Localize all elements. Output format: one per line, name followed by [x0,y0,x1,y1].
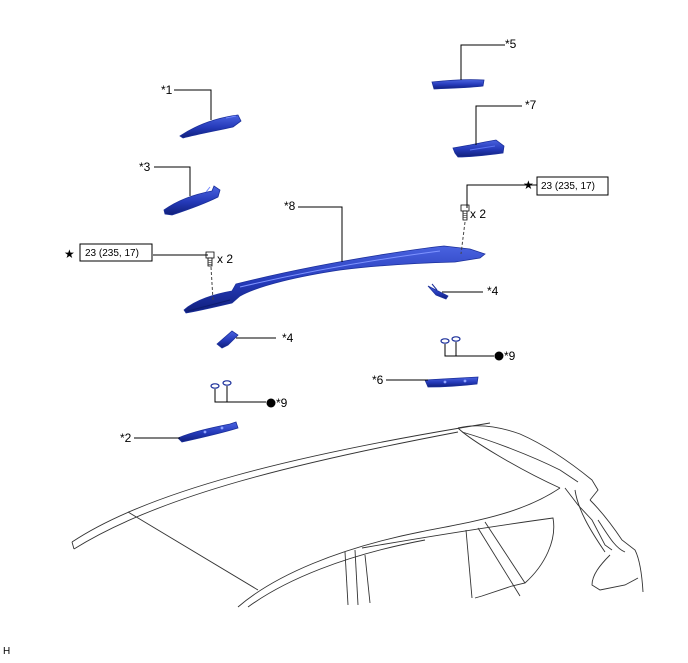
corner-code: H [3,646,10,657]
pre-coated-marker-left [266,398,276,408]
callout-5: *5 [505,37,517,51]
part-4-spacer-right [427,283,449,300]
callout-2: *2 [120,431,132,445]
callout-8: *8 [284,199,296,213]
bolt-left-guide-line [210,266,214,301]
bolt-right [460,204,470,221]
callout-4-left: *4 [282,331,294,345]
part-6-base [424,376,479,388]
washers-left [210,380,232,389]
washers-right [440,336,461,344]
part-7-cover [452,139,505,158]
callout-9-right: *9 [504,349,516,363]
callout-1: *1 [161,83,173,97]
vehicle-body-outline [71,422,644,608]
bolt-right-guide-line [460,221,466,255]
callout-4-right: *4 [487,284,499,298]
part-8-roof-rail [183,245,486,314]
bolt-left [205,251,215,267]
part-2-base [177,421,239,443]
part-1-cover [179,114,242,139]
part-4-spacer-left [216,330,239,349]
quantity-right: x 2 [470,207,486,221]
quantity-left: x 2 [217,252,233,266]
torque-star-right: ★ [523,178,534,192]
pre-coated-marker-right [494,351,504,361]
torque-spec-left: 23 (235, 17) [85,248,139,259]
torque-box-left [79,243,153,262]
torque-spec-right: 23 (235, 17) [541,181,595,192]
leader-lines [134,44,537,439]
part-5-cover [431,79,485,90]
callout-9-left: *9 [276,396,288,410]
callout-7: *7 [525,98,537,112]
part-3-cover [163,185,221,216]
torque-star-left: ★ [64,247,75,261]
callout-3: *3 [139,160,151,174]
torque-box-right [536,176,609,196]
callout-6: *6 [372,373,384,387]
